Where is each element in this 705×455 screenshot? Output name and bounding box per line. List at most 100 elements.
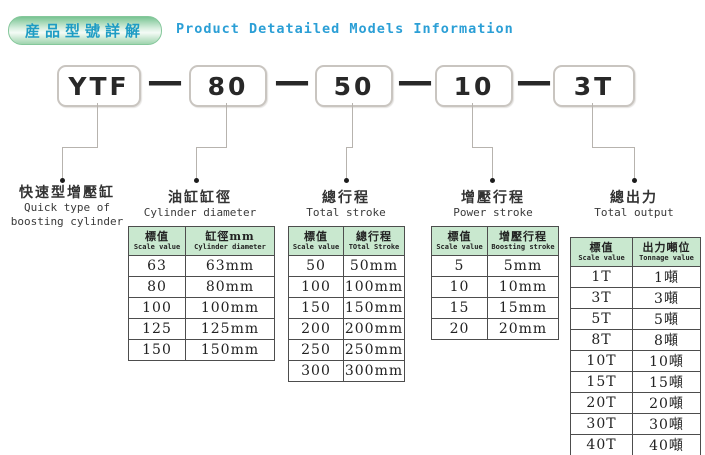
model-segment-total-output: 3T	[553, 65, 635, 107]
table-cell: 15mm	[487, 297, 559, 319]
connector-line	[196, 147, 197, 178]
connector-line	[352, 103, 353, 147]
section-badge: 産品型號詳解	[8, 16, 162, 45]
table-cell: 3T	[570, 287, 633, 309]
table-cell: 15噸	[632, 371, 701, 393]
table-cell: 300mm	[343, 360, 405, 382]
table-cell: 20mm	[487, 318, 559, 340]
table-cell: 125mm	[185, 318, 275, 340]
column-label-cylinder-diameter: 油缸缸徑 Cylinder diameter	[133, 190, 267, 220]
table-cell: 200mm	[343, 318, 405, 340]
table-cell: 1噸	[632, 266, 701, 288]
model-segment-total-stroke: 50	[315, 65, 393, 107]
connector-line	[592, 147, 635, 148]
table-cell: 5	[431, 255, 488, 277]
table-cell: 150	[288, 297, 344, 319]
column-title-zh: 總出力	[610, 190, 658, 206]
table-cell: 150	[128, 339, 186, 361]
table-cell: 100mm	[185, 297, 275, 319]
table-cell: 20T	[570, 392, 633, 414]
table-cell: 50mm	[343, 255, 405, 277]
column-title-en: Cylinder diameter	[143, 206, 257, 220]
page-title: Product Detatailed Models Information	[176, 21, 514, 37]
connector-line	[226, 103, 227, 147]
table-cell: 63	[128, 255, 186, 277]
table-cell: 30T	[570, 413, 633, 435]
column-label-quick-type: 快速型增壓缸 Quick type of boosting cylinder	[2, 185, 132, 228]
table-cell: 80	[128, 276, 186, 298]
connector-line	[634, 147, 635, 178]
column-title-en: boosting cylinder	[10, 214, 124, 228]
connector-dot	[632, 178, 637, 183]
table-cell: 100	[128, 297, 186, 319]
table-cell: 250mm	[343, 339, 405, 361]
table-cell: 10mm	[487, 276, 559, 298]
table-cell: 200	[288, 318, 344, 340]
dash-separator: —	[516, 61, 552, 102]
table-cell: 150mm	[185, 339, 275, 361]
table-cell: 300	[288, 360, 344, 382]
table-cell: 20	[431, 318, 488, 340]
connector-line	[346, 147, 353, 148]
table-cell: 40噸	[632, 434, 701, 455]
table-cell: 3噸	[632, 287, 701, 309]
table-cell: 15T	[570, 371, 633, 393]
connector-line	[62, 147, 63, 178]
table-cell: 63mm	[185, 255, 275, 277]
connector-dot	[344, 178, 349, 183]
column-title-en: Total output	[594, 206, 674, 220]
column-title-zh: 增壓行程	[461, 190, 525, 206]
table-cell: 10噸	[632, 350, 701, 372]
table-cell: 5T	[570, 308, 633, 330]
connector-line	[97, 103, 98, 147]
column-label-power-stroke: 增壓行程 Power stroke	[428, 190, 558, 220]
connector-line	[346, 147, 347, 178]
column-title-zh: 總行程	[322, 190, 370, 206]
column-label-total-output: 總出力 Total output	[568, 190, 700, 220]
connector-dot	[490, 178, 495, 183]
table-cell: 5mm	[487, 255, 559, 277]
column-title-en: Total stroke	[306, 206, 386, 220]
connector-line	[196, 147, 227, 148]
table-cell: 10	[431, 276, 488, 298]
table-cell: 50	[288, 255, 344, 277]
table-cell: 8T	[570, 329, 633, 351]
column-title-zh: 油缸缸徑	[168, 190, 232, 206]
column-title-en: Quick type of	[23, 201, 111, 215]
table-cell: 30噸	[632, 413, 701, 435]
dash-separator: —	[397, 61, 433, 102]
connector-line	[472, 147, 493, 148]
model-segment-series: YTF	[57, 65, 141, 107]
table-cell: 15	[431, 297, 488, 319]
dash-separator: —	[147, 61, 183, 102]
